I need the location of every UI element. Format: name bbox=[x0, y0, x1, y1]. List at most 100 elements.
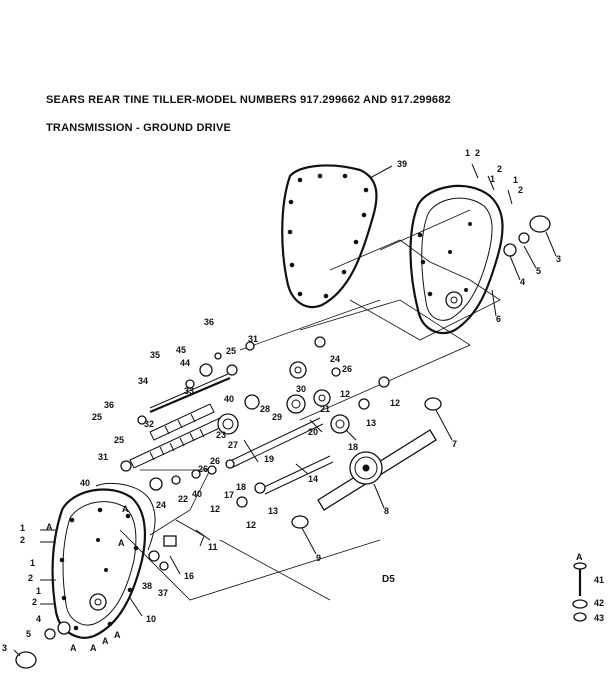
callout-19: 19 bbox=[264, 454, 274, 464]
callout-2: 2 bbox=[20, 535, 25, 545]
callout-24: 24 bbox=[156, 500, 166, 510]
part-3-cap-right bbox=[529, 215, 551, 233]
callout-36: 36 bbox=[204, 317, 214, 327]
callout-27: 27 bbox=[228, 440, 238, 450]
callout-25: 25 bbox=[114, 435, 124, 445]
callout-8: 8 bbox=[384, 506, 389, 516]
callout-4: 4 bbox=[36, 614, 41, 624]
part-29-gear bbox=[244, 394, 260, 410]
callout-4: 4 bbox=[520, 277, 525, 287]
part-19-shaft bbox=[227, 417, 324, 469]
callout-22: 22 bbox=[178, 494, 188, 504]
part-27-gear bbox=[217, 413, 239, 435]
part-39-gasket-top bbox=[281, 164, 378, 309]
callout-28: 28 bbox=[260, 404, 270, 414]
bearings-washers bbox=[15, 215, 551, 669]
callout-34: 34 bbox=[138, 376, 148, 386]
callout-13: 13 bbox=[268, 506, 278, 516]
callout-5: 5 bbox=[536, 266, 541, 276]
callout-44: 44 bbox=[180, 358, 190, 368]
part-16-bracket bbox=[163, 535, 177, 547]
callout-45: 45 bbox=[176, 345, 186, 355]
part-21-gear bbox=[313, 389, 331, 407]
part-34-worm-shaft bbox=[149, 373, 231, 414]
callout-1: 1 bbox=[30, 558, 35, 568]
part-18-gear bbox=[330, 414, 350, 434]
callout-A: A bbox=[70, 643, 77, 653]
callout-labels: 39 1 2 2 1 1 2 3 5 4 6 7 8 9 10 11 12 12… bbox=[2, 148, 604, 653]
callout-12: 12 bbox=[210, 504, 220, 514]
gears bbox=[217, 361, 383, 485]
part-14-shaft bbox=[261, 455, 334, 495]
assembly-guide-lines bbox=[119, 209, 501, 601]
callout-31: 31 bbox=[248, 334, 258, 344]
callout-36: 36 bbox=[104, 400, 114, 410]
callout-A: A bbox=[114, 630, 121, 640]
callout-26: 26 bbox=[342, 364, 352, 374]
callout-42: 42 bbox=[594, 598, 604, 608]
callout-2: 2 bbox=[28, 573, 33, 583]
callout-1: 1 bbox=[513, 175, 518, 185]
callout-43: 43 bbox=[594, 613, 604, 623]
callout-33: 33 bbox=[184, 386, 194, 396]
callout-39: 39 bbox=[397, 159, 407, 169]
callout-A: A bbox=[46, 522, 53, 532]
callout-26: 26 bbox=[198, 464, 208, 474]
diagram-subtitle: TRANSMISSION - GROUND DRIVE bbox=[46, 122, 232, 134]
callout-18: 18 bbox=[236, 482, 246, 492]
callout-1: 1 bbox=[490, 174, 495, 184]
part-5-seal-left bbox=[44, 628, 56, 640]
shafts bbox=[129, 373, 437, 511]
part-9-bearing bbox=[291, 515, 309, 529]
callout-2: 2 bbox=[475, 148, 480, 158]
part-10-left-housing bbox=[51, 488, 147, 639]
callout-37: 37 bbox=[158, 588, 168, 598]
callout-2: 2 bbox=[32, 597, 37, 607]
diagram-title: SEARS REAR TINE TILLER-MODEL NUMBERS 917… bbox=[46, 94, 451, 106]
part-6-right-housing bbox=[409, 184, 504, 335]
fasteners bbox=[40, 163, 513, 605]
part-3-cap-left bbox=[15, 651, 37, 669]
hardware-41-43 bbox=[572, 562, 588, 622]
callout-11: 11 bbox=[208, 542, 218, 552]
callout-32: 32 bbox=[144, 419, 154, 429]
leader-lines bbox=[13, 165, 557, 657]
callout-A: A bbox=[90, 643, 97, 653]
callout-40: 40 bbox=[80, 478, 90, 488]
callout-A: A bbox=[118, 538, 125, 548]
callout-1: 1 bbox=[465, 148, 470, 158]
callout-14: 14 bbox=[308, 474, 318, 484]
callout-12: 12 bbox=[340, 389, 350, 399]
callout-7: 7 bbox=[452, 439, 457, 449]
callout-2: 2 bbox=[518, 185, 523, 195]
callout-26: 26 bbox=[210, 456, 220, 466]
callout-A: A bbox=[102, 636, 109, 646]
callout-24: 24 bbox=[330, 354, 340, 364]
callout-30: 30 bbox=[296, 384, 306, 394]
callout-9: 9 bbox=[316, 553, 321, 563]
callout-17: 17 bbox=[224, 490, 234, 500]
callout-12: 12 bbox=[390, 398, 400, 408]
callout-21: 21 bbox=[320, 404, 330, 414]
callout-20: 20 bbox=[308, 427, 318, 437]
callout-3: 3 bbox=[2, 643, 7, 653]
callout-18: 18 bbox=[348, 442, 358, 452]
callout-16: 16 bbox=[184, 571, 194, 581]
part-5-seal-right bbox=[518, 232, 530, 244]
callout-A: A bbox=[122, 504, 129, 514]
callout-10: 10 bbox=[146, 614, 156, 624]
part-7-bearing bbox=[424, 397, 442, 411]
callout-5: 5 bbox=[26, 629, 31, 639]
callout-23: 23 bbox=[216, 430, 226, 440]
callout-29: 29 bbox=[272, 412, 282, 422]
callout-15: 35 bbox=[150, 350, 160, 360]
callout-38: 38 bbox=[142, 581, 152, 591]
part-20-gear bbox=[286, 394, 306, 414]
part-4-bearing-left bbox=[57, 621, 71, 635]
callout-3: 3 bbox=[556, 254, 561, 264]
callout-12: 12 bbox=[246, 520, 256, 530]
part-32-upper-worm bbox=[149, 403, 215, 441]
part-30-gear bbox=[289, 361, 307, 379]
callout-40: 40 bbox=[224, 394, 234, 404]
